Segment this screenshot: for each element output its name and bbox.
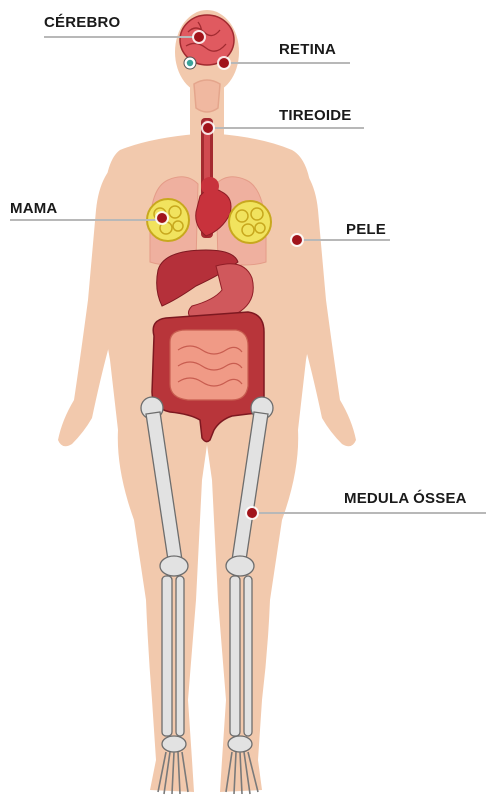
aorta (201, 177, 219, 195)
label-thyroid: TIREOIDE (279, 107, 351, 124)
iris (187, 60, 193, 66)
marker-skin (290, 233, 304, 247)
label-skin: PELE (346, 221, 386, 238)
label-retina: RETINA (279, 41, 336, 58)
marker-breast (155, 211, 169, 225)
larynx (194, 80, 220, 112)
label-brain: CÉREBRO (44, 14, 120, 31)
right-breast-gland (229, 201, 271, 243)
marker-brain (192, 30, 206, 44)
label-breast: MAMA (10, 200, 57, 217)
marker-retina (217, 56, 231, 70)
left-arm (58, 158, 124, 446)
label-bone-marrow: MEDULA ÓSSEA (344, 490, 467, 507)
marker-thyroid (201, 121, 215, 135)
small-intestine (170, 330, 248, 400)
marker-bone-marrow (245, 506, 259, 520)
